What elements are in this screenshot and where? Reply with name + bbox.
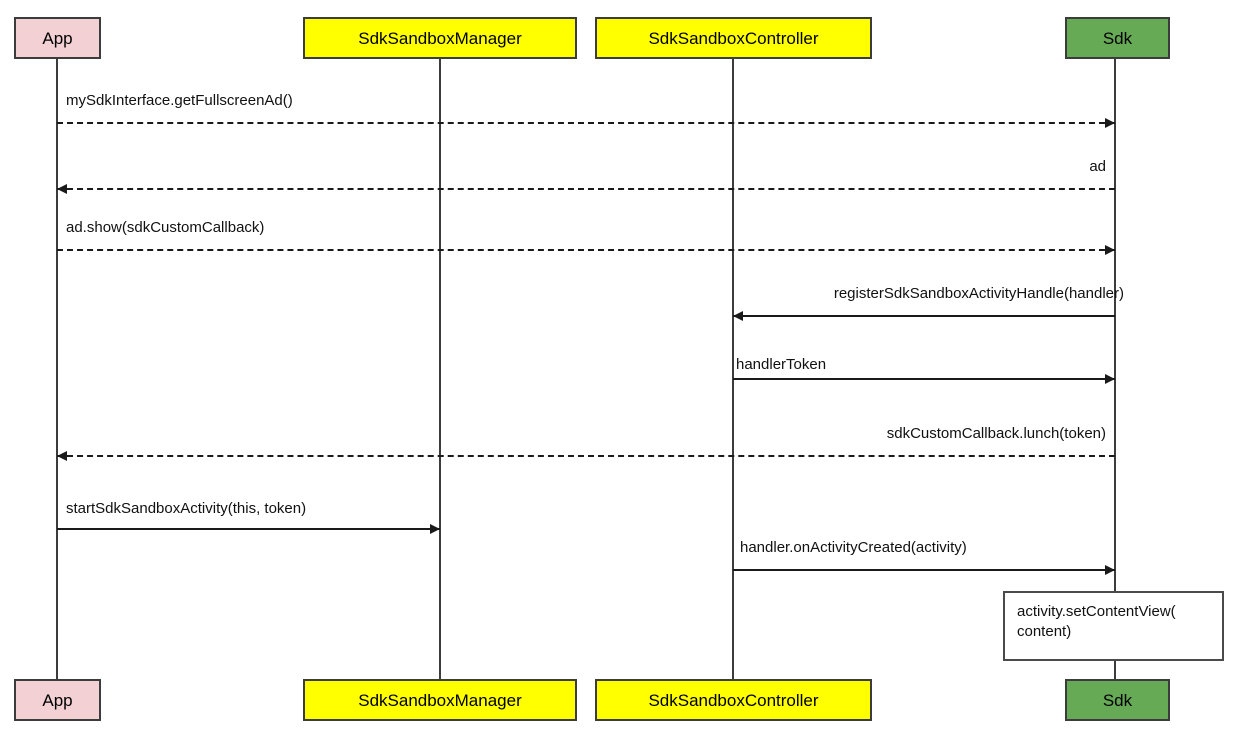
participant-foot-controller[interactable]: SdkSandboxController (595, 679, 872, 721)
message-label-m2: ad (1089, 158, 1106, 175)
message-label-m3: ad.show(sdkCustomCallback) (66, 219, 265, 236)
message-line-m7 (57, 528, 440, 530)
message-line-m8 (733, 569, 1115, 571)
arrow-head-left-icon (57, 184, 67, 194)
participant-label: SdkSandboxController (648, 28, 819, 48)
message-line-m4 (733, 315, 1115, 317)
note-line-2: content) (1017, 623, 1072, 641)
participant-label: App (42, 690, 73, 710)
arrow-head-left-icon (57, 451, 67, 461)
message-label-m5: handlerToken (736, 356, 827, 373)
message-line-m1 (57, 122, 1115, 124)
message-label-m6: sdkCustomCallback.lunch(token) (886, 425, 1106, 442)
message-line-m6 (57, 455, 1115, 457)
lifeline-app (56, 59, 58, 679)
arrow-head-right-icon (1105, 374, 1115, 384)
message-label-m4: registerSdkSandboxActivityHandle(handler… (833, 285, 1124, 302)
arrow-head-right-icon (1105, 118, 1115, 128)
participant-label: SdkSandboxManager (358, 28, 522, 48)
participant-label: SdkSandboxController (648, 690, 819, 710)
participant-label: App (42, 28, 73, 48)
arrow-head-right-icon (1105, 565, 1115, 575)
message-line-m2 (57, 188, 1115, 190)
lifeline-manager (439, 59, 441, 679)
participant-head-manager[interactable]: SdkSandboxManager (303, 17, 577, 59)
lifeline-sdk (1114, 59, 1116, 679)
note-line-1: activity.setContentView( (1017, 603, 1176, 620)
participant-head-app[interactable]: App (14, 17, 101, 59)
arrow-head-right-icon (1105, 245, 1115, 255)
participant-foot-sdk[interactable]: Sdk (1065, 679, 1170, 721)
participant-head-sdk[interactable]: Sdk (1065, 17, 1170, 59)
arrow-head-right-icon (430, 524, 440, 534)
arrow-head-left-icon (733, 311, 743, 321)
message-line-m5 (733, 378, 1115, 380)
participant-foot-app[interactable]: App (14, 679, 101, 721)
participant-label: Sdk (1102, 690, 1133, 710)
participant-head-controller[interactable]: SdkSandboxController (595, 17, 872, 59)
message-label-m7: startSdkSandboxActivity(this, token) (66, 500, 307, 517)
participant-label: SdkSandboxManager (358, 690, 522, 710)
lifeline-controller (732, 59, 734, 679)
participant-label: Sdk (1102, 28, 1133, 48)
message-line-m3 (57, 249, 1115, 251)
note-box-n1: activity.setContentView( content) (1003, 591, 1224, 661)
message-label-m8: handler.onActivityCreated(activity) (740, 539, 967, 556)
participant-foot-manager[interactable]: SdkSandboxManager (303, 679, 577, 721)
message-label-m1: mySdkInterface.getFullscreenAd() (66, 92, 293, 109)
